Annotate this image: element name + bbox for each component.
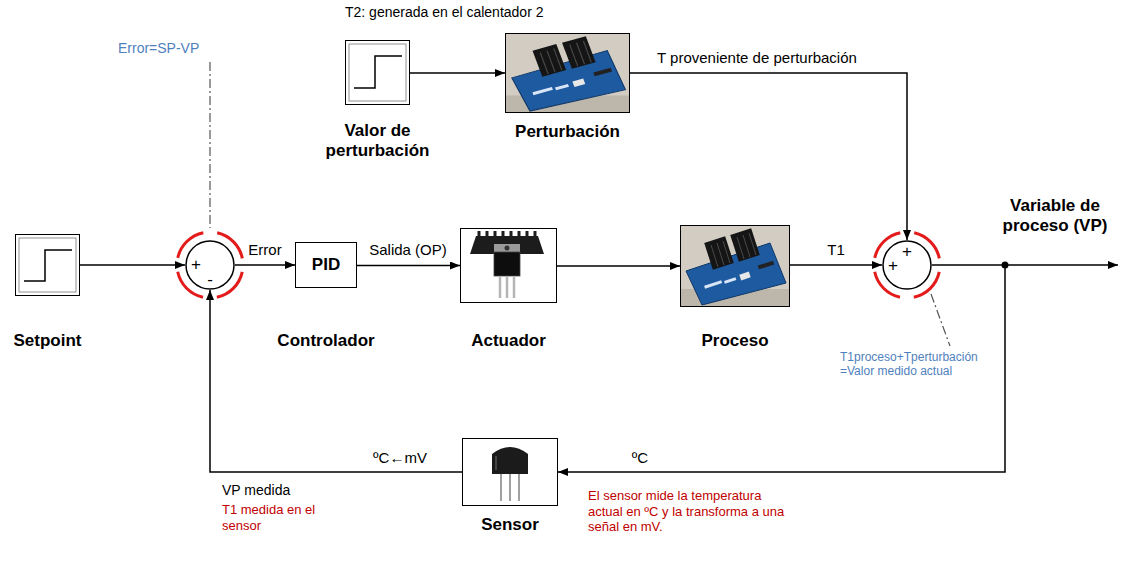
signal-label: Salida (OP): [367, 241, 449, 259]
sign-symbol: +: [902, 243, 912, 260]
transistor-heatsink-icon: [479, 231, 535, 236]
block-label: Sensor: [481, 515, 539, 535]
highlight-ring: [177, 232, 243, 298]
explanatory-note: T1 medida en el sensor: [222, 502, 334, 533]
block-text: PID: [312, 255, 340, 275]
signal-label: T1: [825, 241, 847, 259]
block-label: Proceso: [701, 331, 768, 351]
callout-note: T1proceso+Tperturbación =Valor medido ac…: [840, 350, 998, 379]
disturbance-note: T2: generada en el calentador 2: [345, 4, 543, 21]
transistor-heatsink-icon: [494, 252, 520, 276]
transistor-heatsink-icon: [505, 246, 510, 251]
transistor-heatsink-icon: [526, 231, 529, 236]
disturbance-step-box: Valor de perturbación: [345, 40, 410, 105]
transistor-heatsink-icon: [506, 276, 509, 298]
temperature-sensor-icon: [500, 474, 502, 501]
transistor-heatsink-icon: [494, 231, 497, 236]
signal-arrow: [790, 264, 882, 266]
board-photo: [680, 225, 790, 307]
transistor-heatsink-icon: [494, 244, 520, 252]
sensor-box: Sensor: [462, 438, 558, 506]
transistor-heatsink-icon: [510, 231, 513, 236]
temperature-sensor-icon: [492, 447, 528, 501]
signal-arrow: [235, 264, 295, 266]
step-icon: [24, 250, 72, 281]
junction-circle: [883, 241, 931, 289]
actuator-box: Actuador: [460, 228, 557, 303]
temperature-sensor-icon: [518, 474, 520, 501]
transistor-heatsink-icon: [499, 276, 502, 298]
controller-box: PIDControlador: [295, 242, 357, 288]
block-label: Actuador: [471, 331, 546, 351]
signal-arrow: [357, 265, 460, 267]
transistor-heatsink-icon: [476, 236, 538, 254]
signal-label: ºC: [630, 449, 650, 467]
block-label: Valor de perturbación: [316, 121, 440, 162]
step-icon: [19, 238, 76, 292]
signal-label: T proveniente de perturbación: [655, 49, 859, 67]
sign-symbol: -: [207, 271, 213, 288]
leader-line: [931, 294, 950, 346]
step-icon: [354, 56, 402, 88]
disturbance-box: Perturbación: [505, 33, 630, 113]
block-label: Perturbación: [515, 122, 620, 142]
transistor-heatsink-icon: [470, 231, 544, 298]
output-arrow: [1005, 264, 1118, 266]
signal-arrow: [410, 72, 505, 74]
transistor-heatsink-icon: [500, 276, 514, 298]
transistor-heatsink-icon: [470, 236, 544, 254]
sign-symbol: +: [888, 257, 898, 274]
transistor-heatsink-icon: [534, 231, 537, 236]
signal-label: VP medida: [222, 482, 290, 499]
summing-junction: +-: [185, 240, 235, 290]
signal-arrow: [80, 264, 185, 266]
transistor-heatsink-icon: [486, 231, 489, 236]
sign-symbol: +: [191, 256, 201, 273]
block-label: Setpoint: [14, 331, 82, 351]
leader-line: [209, 62, 210, 228]
temperature-sensor-icon: [501, 474, 519, 501]
temperature-sensor-icon: [492, 447, 528, 474]
output-label: Variable de proceso (VP): [985, 196, 1125, 237]
signal-arrow: [630, 73, 907, 240]
block-label: Controlador: [277, 331, 374, 351]
callout-note: Error=SP-VP: [118, 40, 199, 57]
signal-arrow: [557, 265, 680, 267]
transistor-heatsink-icon: [518, 231, 521, 236]
transistor-heatsink-icon: [502, 231, 505, 236]
transistor-heatsink-icon: [513, 276, 516, 298]
junction-circle: [186, 241, 234, 289]
step-icon: [349, 44, 406, 101]
step-icon: [349, 44, 406, 101]
temperature-sensor-icon: [509, 474, 511, 501]
signal-label: Error: [246, 241, 283, 259]
step-icon: [19, 238, 76, 292]
process-box: Proceso: [680, 225, 790, 307]
temperature-sensor-icon: [495, 456, 497, 470]
explanatory-note: El sensor mide la temperatura actual en …: [588, 488, 793, 535]
board-photo: [505, 33, 630, 113]
signal-arrow: [210, 290, 462, 472]
transistor-heatsink-icon: [478, 231, 481, 236]
highlight-ring: [874, 232, 940, 298]
summing-junction: ++: [882, 240, 932, 290]
setpoint-box: Setpoint: [15, 234, 80, 296]
signal-arrow: [558, 265, 1005, 472]
signal-label: ºC←mV: [371, 449, 429, 467]
